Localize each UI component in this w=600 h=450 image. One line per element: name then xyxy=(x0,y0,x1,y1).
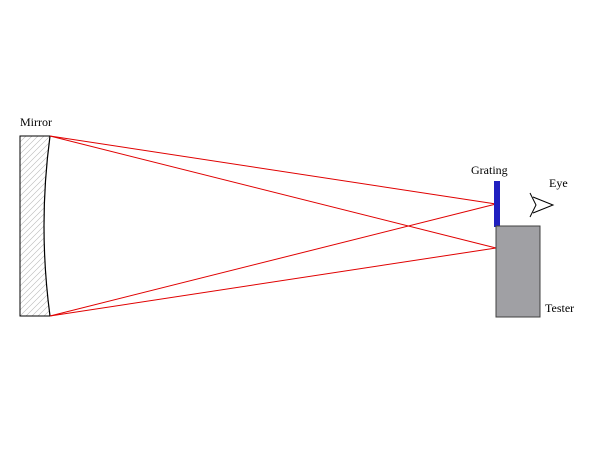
mirror-surface xyxy=(43,135,51,317)
mirror xyxy=(19,135,51,317)
mirror-label: Mirror xyxy=(20,115,52,129)
grating xyxy=(494,181,500,227)
ray-bottom-to-grating xyxy=(49,203,497,317)
mirror-body xyxy=(20,136,50,316)
eye-label: Eye xyxy=(549,176,568,190)
ray-top-to-grating xyxy=(49,135,497,205)
grating-label: Grating xyxy=(471,163,508,177)
mirror-outline xyxy=(19,135,50,317)
eye-icon xyxy=(529,192,555,218)
ray-bottom-to-source xyxy=(49,247,497,317)
light-rays xyxy=(49,135,497,317)
tester-box xyxy=(495,225,541,318)
ray-top-to-source xyxy=(49,135,497,249)
tester-label: Tester xyxy=(545,301,574,315)
